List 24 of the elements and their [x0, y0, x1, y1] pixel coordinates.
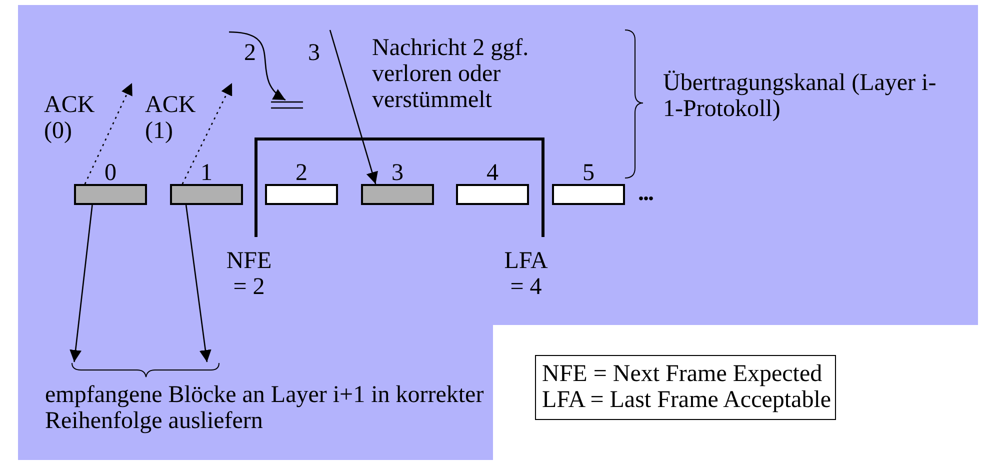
dotted-arrow [182, 82, 233, 184]
arrow [329, 30, 378, 184]
frame-number: 2 [294, 160, 308, 186]
pointer-label: LFA = 4 [503, 248, 549, 300]
frame-number: 5 [582, 160, 596, 186]
frame-number: 3 [390, 160, 404, 186]
ellipsis: ... [638, 180, 654, 206]
frame-number: 1 [200, 160, 214, 186]
edge-label: ACK (0) [44, 92, 96, 144]
message-note: Nachricht 2 ggf. verloren oder verstümmelt [372, 35, 530, 113]
caption-text: empfangene Blöcke an Layer i+1 in korrekter Reihenfolge ausliefern [45, 382, 485, 434]
edge-label: ACK (1) [145, 92, 197, 144]
arrow [70, 204, 93, 362]
channel-label: Übertragungskanal (Layer i-1-Protokoll) [663, 70, 938, 122]
definition-text: NFE = Next Frame Expected [542, 361, 824, 387]
frame-number: 4 [486, 160, 500, 186]
pointer-label: NFE = 2 [225, 248, 273, 300]
edge-label: 2 [244, 40, 257, 66]
definition-text: LFA = Last Frame Acceptable [542, 387, 832, 413]
dotted-arrow [84, 82, 133, 184]
edge-label: 3 [308, 40, 321, 66]
arrow [185, 204, 212, 362]
frame-number: 0 [104, 160, 118, 186]
arrow [228, 31, 286, 101]
